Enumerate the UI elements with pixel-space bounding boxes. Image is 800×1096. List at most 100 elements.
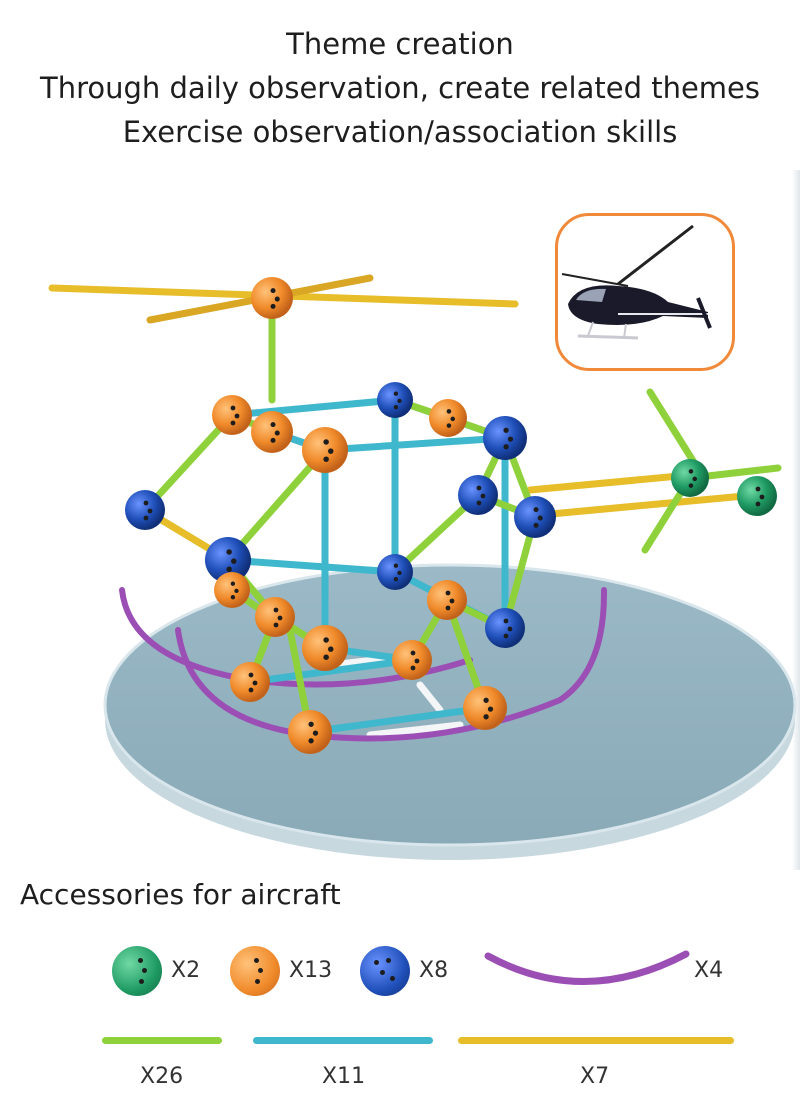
ball-hole	[410, 665, 416, 671]
ball-hole	[273, 622, 279, 628]
ball-hole	[397, 398, 402, 404]
ball-hole	[143, 515, 149, 521]
tail-boom	[526, 388, 782, 554]
edge-shade	[792, 170, 800, 870]
connector-ball	[671, 459, 709, 497]
reference-photo-frame	[555, 213, 735, 371]
ball-hole	[274, 296, 280, 302]
ball-hole	[414, 658, 420, 664]
ball-hole	[270, 303, 276, 309]
ball-hole	[507, 626, 513, 632]
ball-hole	[503, 618, 509, 624]
ball-hole	[230, 595, 236, 600]
connector-ball	[251, 411, 293, 453]
ball-hole	[759, 494, 765, 500]
ball-hole	[688, 483, 694, 488]
ball-hole	[503, 427, 509, 433]
ball-hole	[446, 423, 452, 428]
ball-hole	[327, 448, 334, 454]
blue-ball-count: X8	[419, 958, 449, 983]
ball-hole	[688, 469, 694, 474]
ball-hole	[274, 430, 280, 436]
ball-hole	[270, 437, 276, 443]
connector-ball	[427, 580, 467, 620]
connector-ball	[205, 537, 251, 583]
ball-hole	[533, 507, 539, 513]
connector-ball	[230, 662, 270, 702]
ball-hole	[248, 687, 254, 693]
ball-hole	[537, 515, 543, 521]
ball-hole	[476, 500, 482, 506]
ball-hole	[483, 697, 489, 703]
connector-ball	[302, 427, 348, 473]
ball-hole	[308, 738, 314, 744]
connector-ball	[125, 490, 165, 530]
ball-hole	[393, 405, 399, 410]
ball-hole	[393, 563, 399, 568]
green-ball-count: X2	[171, 958, 201, 983]
ball-hole	[410, 650, 416, 656]
connector-ball	[377, 382, 413, 418]
header-subtitle: Through daily observation, create relate…	[40, 71, 760, 105]
ball-hole	[483, 714, 489, 720]
connector-ball	[392, 640, 432, 680]
ball-hole	[393, 391, 399, 396]
green-ball-icon	[112, 946, 162, 996]
ball-hole	[503, 633, 509, 639]
ball-hole	[323, 654, 329, 660]
blue-ball-icon	[360, 946, 410, 996]
ball-hole	[507, 436, 514, 442]
ball-hole	[234, 588, 239, 594]
connector-ball	[463, 686, 507, 730]
connector-ball	[288, 710, 332, 754]
purple-arc-count: X4	[694, 958, 724, 983]
connector-ball	[377, 554, 413, 590]
ball-hole	[445, 590, 451, 596]
ball-hole	[446, 409, 452, 414]
yellow-stick-icon	[458, 1037, 734, 1044]
ball-hole	[230, 581, 236, 586]
ball-hole	[226, 549, 232, 555]
ball-hole	[270, 422, 276, 428]
light-green-stick-count: X26	[140, 1064, 184, 1089]
connector-ball	[251, 277, 293, 319]
ball-hole	[445, 605, 451, 611]
ball-hole	[476, 485, 482, 491]
ball-hole	[450, 416, 456, 422]
ball-hole	[323, 456, 329, 462]
ball-hole	[230, 558, 237, 564]
ball-hole	[230, 420, 236, 426]
ball-hole	[226, 566, 232, 572]
purple-arc-icon	[484, 950, 690, 985]
ball-hole	[393, 577, 399, 582]
helicopter-model-illustration	[48, 274, 797, 860]
connector-ball	[214, 572, 250, 608]
helicopter-photo-icon	[561, 224, 712, 340]
ball-hole	[487, 706, 494, 712]
connector-ball	[429, 399, 467, 437]
ball-hole	[312, 730, 319, 736]
orange-ball-count: X13	[289, 958, 333, 983]
cyan-stick-count: X11	[322, 1064, 366, 1089]
orange-ball-icon	[230, 946, 280, 996]
header: Theme creation Through daily observation…	[0, 22, 800, 154]
ball-hole	[533, 522, 539, 528]
ball-hole	[270, 288, 276, 294]
ball-hole	[692, 476, 698, 482]
ball-hole	[252, 680, 258, 686]
ball-hole	[397, 570, 402, 576]
ball-hole	[277, 615, 283, 621]
ball-hole	[755, 486, 761, 492]
ball-hole	[147, 508, 153, 514]
connector-ball	[302, 625, 348, 671]
connector-ball	[255, 597, 295, 637]
ball-hole	[248, 672, 254, 678]
ball-hole	[143, 500, 149, 506]
ball-hole	[755, 501, 761, 507]
ball-hole	[323, 637, 329, 643]
header-subtitle-2: Exercise observation/association skills	[122, 115, 678, 149]
connector-ball	[458, 475, 498, 515]
light-green-stick-icon	[102, 1037, 222, 1044]
ball-hole	[327, 646, 334, 652]
connector-ball	[212, 395, 252, 435]
